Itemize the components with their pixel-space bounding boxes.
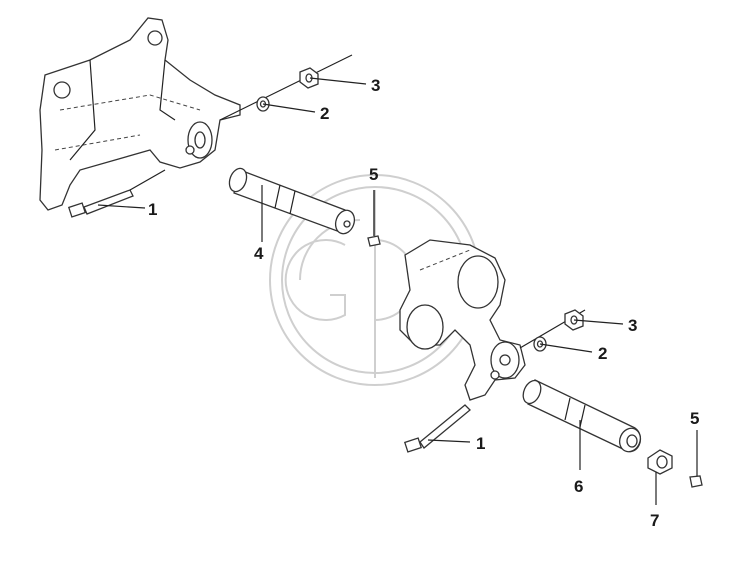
callout-5-lower: 5 bbox=[690, 409, 699, 428]
callout-1-lower: 1 bbox=[476, 434, 485, 453]
callout-2-upper: 2 bbox=[320, 104, 329, 123]
grease-nipple-lower bbox=[689, 475, 703, 488]
callout-1-upper: 1 bbox=[148, 200, 157, 219]
callout-2-lower: 2 bbox=[598, 344, 607, 363]
callout-6: 6 bbox=[574, 477, 583, 496]
lower-shackle bbox=[399, 239, 586, 401]
callout-labels: 1 2 3 4 5 1 2 3 5 6 7 bbox=[148, 76, 699, 530]
lower-bolt bbox=[403, 404, 471, 453]
pin-6 bbox=[522, 379, 642, 453]
callout-3-upper: 3 bbox=[371, 76, 380, 95]
upper-bracket bbox=[39, 17, 353, 211]
leader-lines bbox=[97, 77, 698, 505]
callout-5-upper: 5 bbox=[369, 165, 378, 184]
callout-7: 7 bbox=[650, 511, 659, 530]
bushing-7 bbox=[647, 449, 673, 475]
callout-4: 4 bbox=[254, 244, 264, 263]
upper-bolt bbox=[67, 169, 166, 218]
upper-nut bbox=[299, 67, 319, 89]
pin-4 bbox=[228, 167, 356, 235]
callout-3-lower: 3 bbox=[628, 316, 637, 335]
